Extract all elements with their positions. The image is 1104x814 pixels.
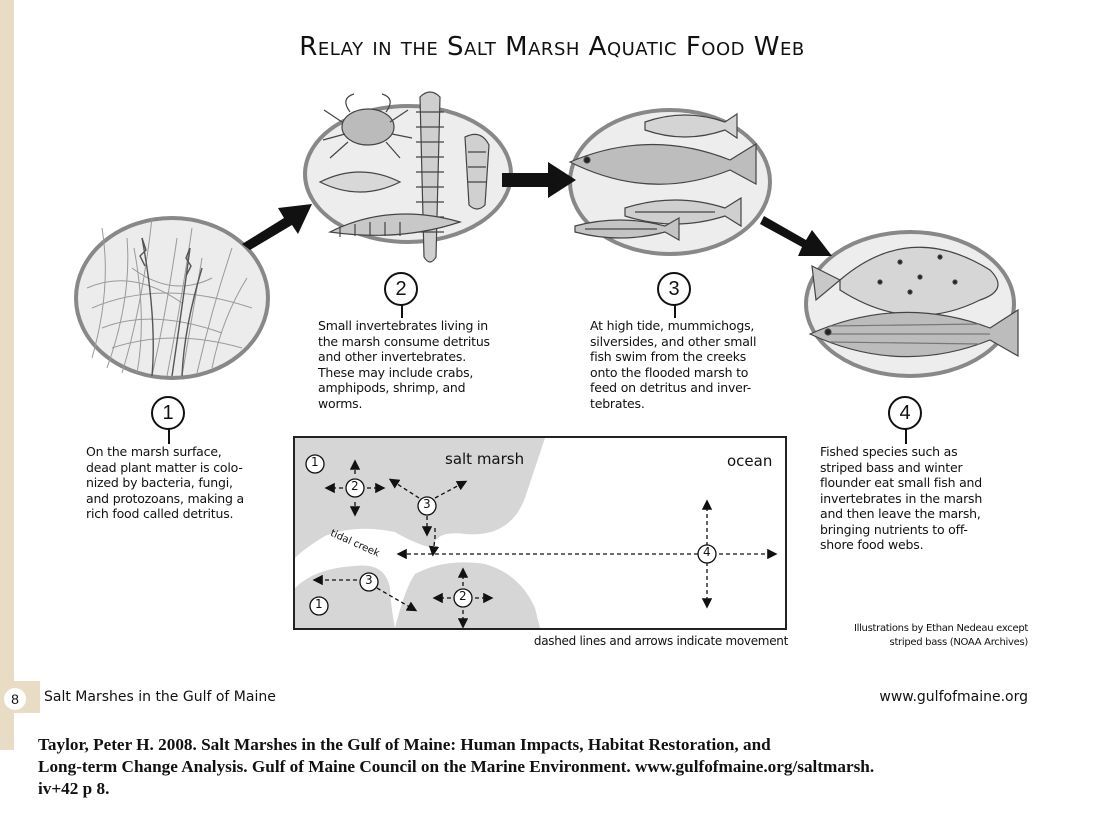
stage-1-caption: On the marsh surface,dead plant matter i… <box>86 444 244 521</box>
stage-1-marker: 1 <box>151 396 185 430</box>
movement-map-drawing <box>295 438 778 628</box>
map-marker-text-3-upper: 3 <box>423 497 431 511</box>
citation: Taylor, Peter H. 2008. Salt Marshes in t… <box>38 735 875 798</box>
map-marker-1-lower <box>309 596 329 616</box>
stage-2-stem <box>401 304 403 318</box>
stage-3-stem <box>674 304 676 318</box>
map-marker-text-1-lower: 1 <box>315 597 323 611</box>
footer-url[interactable]: www.gulfofmaine.org <box>879 689 1028 705</box>
map-marker-3-upper <box>417 496 437 516</box>
map-marker-text-2-lower: 2 <box>459 589 467 603</box>
stage-4-marker: 4 <box>888 396 922 430</box>
page-margin-bar <box>0 0 14 750</box>
map-marker-text-2-upper: 2 <box>351 479 359 493</box>
stage-1-stem <box>168 428 170 444</box>
map-marker-text-3-lower: 3 <box>365 573 373 587</box>
flow-arrow-1-to-2 <box>242 204 312 250</box>
map-marker-2-upper <box>345 478 365 498</box>
map-marker-text-1-upper: 1 <box>311 455 319 469</box>
page-number: 8 <box>4 688 26 710</box>
stage-3-caption: At high tide, mummichogs,silversides, an… <box>590 318 757 411</box>
map-marker-4 <box>697 544 717 564</box>
flow-arrow-3-to-4 <box>760 216 832 256</box>
stage-2-marker: 2 <box>384 272 418 306</box>
movement-map: 1 2 3 1 3 2 4 salt marsh ocean tidal cre… <box>293 436 787 630</box>
lower-marsh-land <box>295 565 395 628</box>
map-marker-3-lower <box>359 572 379 592</box>
movement-note: dashed lines and arrows indicate movemen… <box>533 634 788 648</box>
flounder-bass-illustration <box>804 230 1019 378</box>
salt-marsh-label: salt marsh <box>445 450 525 468</box>
small-fish-illustration <box>568 108 772 256</box>
ocean-label: ocean <box>727 452 773 470</box>
map-marker-2-lower <box>453 588 473 608</box>
flow-arrow-2-to-3 <box>502 162 576 198</box>
map-marker-text-4: 4 <box>703 545 711 559</box>
marsh-grass-illustration <box>74 216 270 380</box>
stage-4-stem <box>905 428 907 444</box>
crab-shrimp-worm-illustration <box>303 91 513 263</box>
diagram-title: Relay in the Salt Marsh Aquatic Food Web <box>299 32 805 62</box>
illustration-credit: Illustrations by Ethan Nedeau except str… <box>853 623 1028 648</box>
publication-title: Salt Marshes in the Gulf of Maine <box>44 689 276 705</box>
map-marker-1-upper <box>305 454 325 474</box>
stage-3-marker: 3 <box>657 272 691 306</box>
